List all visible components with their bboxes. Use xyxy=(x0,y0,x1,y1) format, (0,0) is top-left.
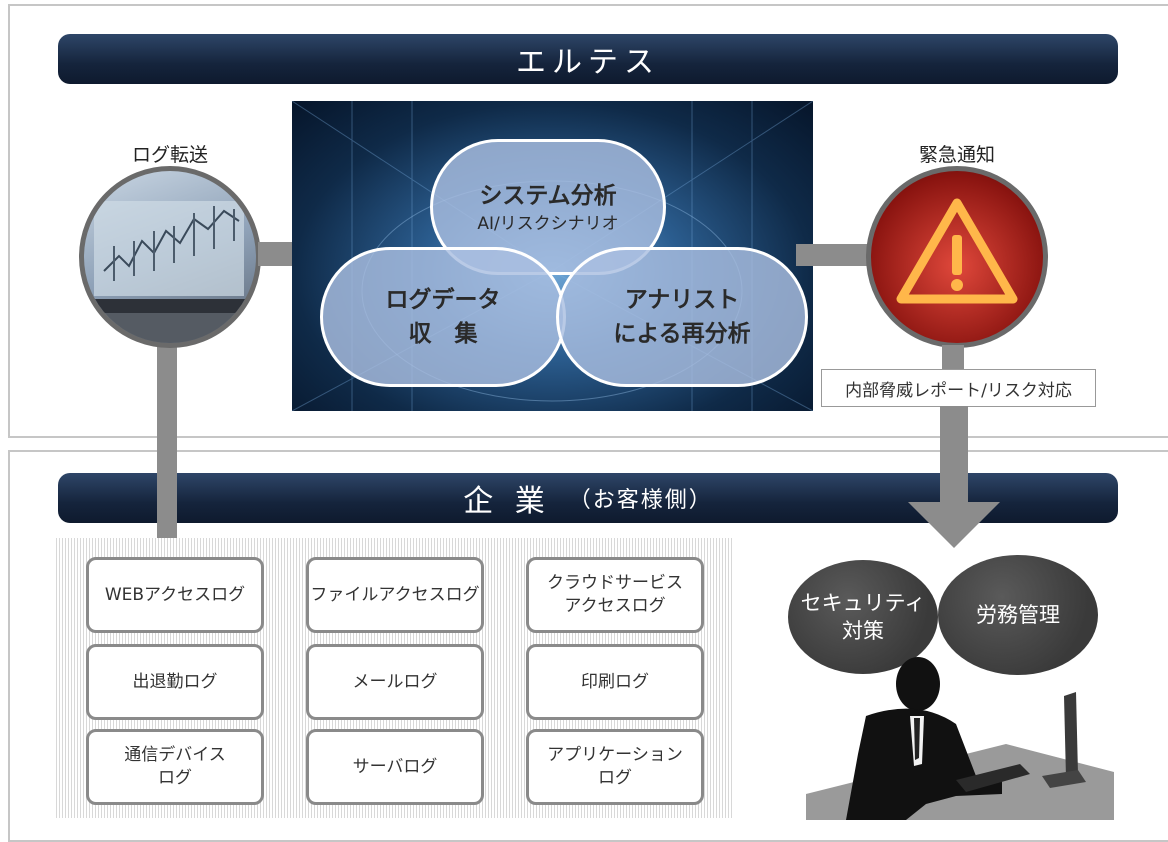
analyst-line1: アナリスト xyxy=(624,287,740,313)
log-transfer-connector xyxy=(157,320,177,548)
company-banner-sub: （お客様側） xyxy=(568,488,713,513)
alert-connector xyxy=(796,244,876,266)
log-device: 通信デバイス ログ xyxy=(86,729,264,805)
company-banner-title: 企 業 xyxy=(463,484,551,519)
person-at-computer-icon xyxy=(806,657,1114,820)
analyst-pill: アナリスト による再分析 xyxy=(556,247,808,387)
log-transfer-label: ログ転送 xyxy=(131,144,208,166)
log-mail: メールログ xyxy=(306,644,484,720)
log-collection-pill: ログデータ 収 集 xyxy=(320,247,566,387)
provider-banner-title: エルテス xyxy=(516,45,660,80)
log-server: サーバログ xyxy=(306,729,484,805)
report-connector xyxy=(942,345,964,375)
system-analysis-title: システム分析 xyxy=(479,183,617,209)
analyst-line2: による再分析 xyxy=(613,321,751,347)
alert-label: 緊急通知 xyxy=(918,144,995,166)
arrow-down-icon xyxy=(908,406,1000,548)
laptop-chart-icon xyxy=(79,166,261,348)
log-print: 印刷ログ xyxy=(526,644,704,720)
log-attendance: 出退勤ログ xyxy=(86,644,264,720)
system-analysis-pill: システム分析 AI/リスクシナリオ xyxy=(430,139,666,275)
warning-triangle-icon xyxy=(866,166,1048,348)
log-file-access: ファイルアクセスログ xyxy=(306,557,484,633)
labor-bubble: 労務管理 xyxy=(938,555,1098,675)
security-bubble: セキュリティ 対策 xyxy=(788,560,938,674)
log-web-access: WEBアクセスログ xyxy=(86,557,264,633)
log-collection-line2: 収 集 xyxy=(408,321,478,347)
analysis-center-image: システム分析 AI/リスクシナリオ ログデータ 収 集 アナリスト による再分析 xyxy=(292,101,813,411)
system-analysis-sub: AI/リスクシナリオ xyxy=(477,214,619,234)
provider-banner: エルテス xyxy=(58,34,1118,84)
log-collection-line1: ログデータ xyxy=(385,287,501,313)
log-cloud-access: クラウドサービス アクセスログ xyxy=(526,557,704,633)
log-application: アプリケーション ログ xyxy=(526,729,704,805)
report-tag: 内部脅威レポート/リスク対応 xyxy=(821,369,1096,407)
